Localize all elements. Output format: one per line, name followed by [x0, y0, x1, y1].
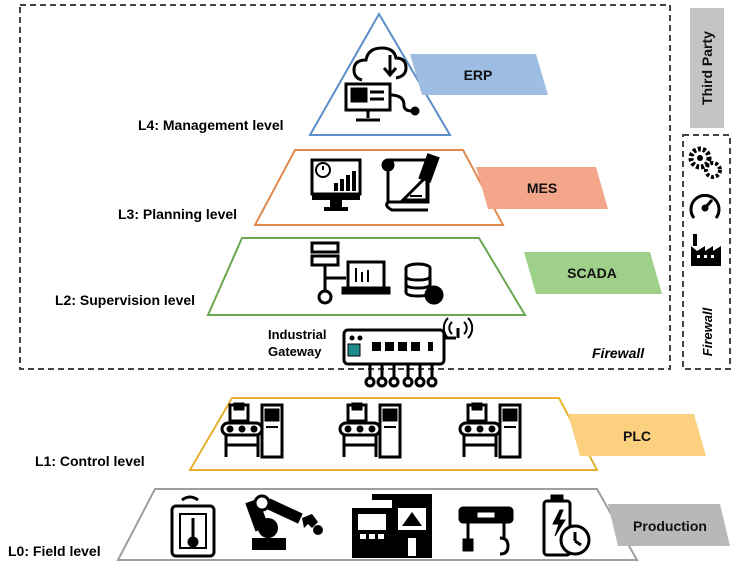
control-panel-icon: [352, 494, 432, 558]
third-party-label: Third Party: [699, 31, 715, 105]
robot-arm-icon: [245, 494, 323, 550]
machine-conveyor-icon: [220, 402, 284, 459]
production-tag-label: Production: [633, 518, 707, 534]
scada-tag-shape: [524, 252, 662, 294]
mes-tag-shape: [476, 167, 608, 209]
l3-level-label: L3: Planning level: [118, 206, 237, 222]
l3-trapezoid: [253, 149, 505, 226]
machine-conveyor-icon: [338, 402, 402, 459]
plc-tag-shape: [568, 414, 706, 456]
smart-thermostat-icon: [170, 495, 216, 558]
gateway-label-line2: Gateway: [268, 344, 322, 359]
crane-hoist-icon: [458, 506, 514, 556]
wireless-signal-icon: [442, 317, 474, 339]
machine-conveyor-icon: [458, 402, 522, 459]
industrial-gateway-icon: [342, 328, 460, 388]
gauge-icon: [689, 193, 721, 219]
firewall-boundary: [19, 4, 671, 370]
erp-tag-label: ERP: [464, 67, 493, 83]
monitor-chart-icon: [310, 158, 362, 211]
scada-tag-label: SCADA: [567, 265, 617, 281]
l0-level-label: L0: Field level: [8, 543, 101, 559]
cloud-computer-icon: [344, 46, 420, 122]
plc-tag-label: PLC: [623, 428, 651, 444]
production-tag-shape: [608, 504, 730, 546]
blueprint-tools-icon: [381, 153, 440, 212]
l4-level-label: L4: Management level: [138, 117, 284, 133]
factory-icon: [691, 234, 721, 266]
gears-icon: [688, 146, 722, 179]
sidebar-firewall-label: Firewall: [700, 307, 715, 356]
l2-level-label: L2: Supervision level: [55, 292, 195, 308]
l1-level-label: L1: Control level: [35, 453, 145, 469]
mes-tag-label: MES: [527, 180, 557, 196]
scada-network-icon: [310, 241, 391, 305]
battery-timer-icon: [542, 494, 591, 557]
erp-tag-shape: [410, 54, 548, 95]
database-icon: [404, 262, 444, 305]
firewall-label: Firewall: [592, 345, 645, 361]
gateway-label-line1: Industrial: [268, 327, 327, 342]
sidebar-firewall-boundary: [682, 134, 731, 370]
third-party-box: Third Party: [690, 8, 724, 128]
